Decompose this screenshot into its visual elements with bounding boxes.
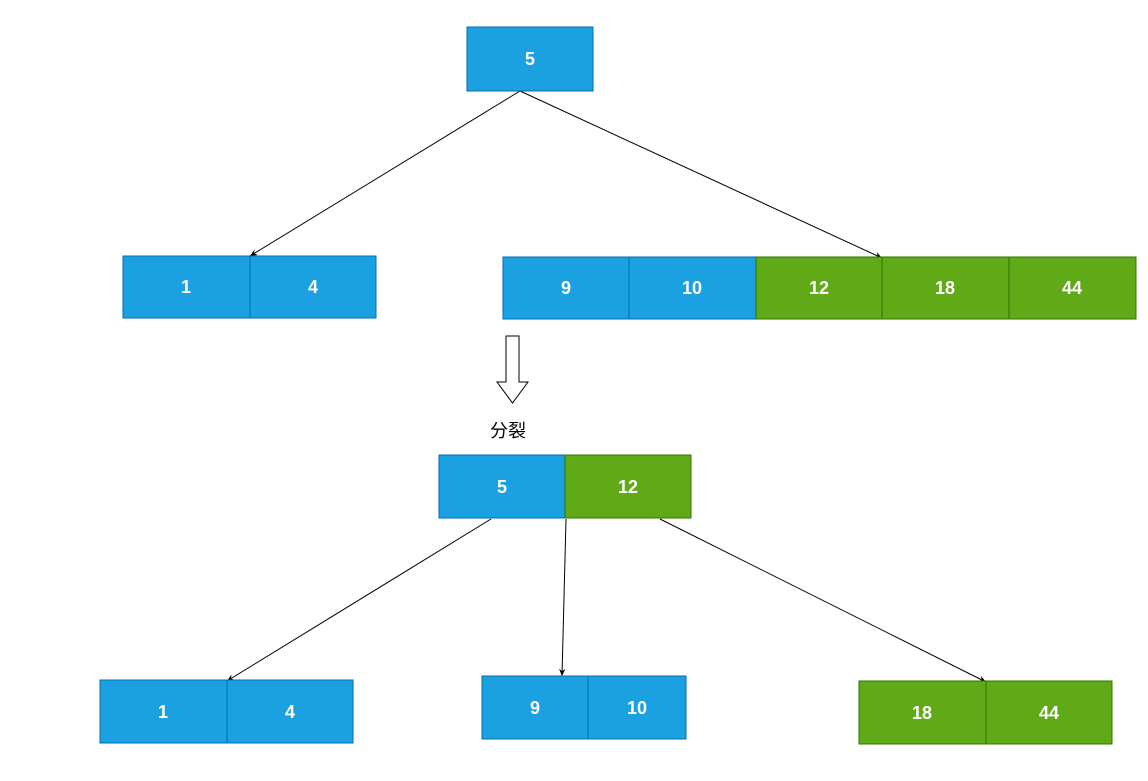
key-label: 12 <box>618 477 638 497</box>
before-right-leaf: 9 10 12 18 44 <box>502 256 1137 320</box>
key-label: 1 <box>181 277 191 297</box>
edge-before-root-to-right <box>519 90 883 259</box>
key-label: 5 <box>497 477 507 497</box>
key-cell: 10 <box>587 675 687 740</box>
key-cell: 4 <box>249 255 377 319</box>
split-label: 分裂 <box>490 421 526 442</box>
edge-before-root-to-left <box>249 90 521 257</box>
key-label: 18 <box>935 278 955 298</box>
transition: 分裂 <box>490 335 529 442</box>
key-label: 10 <box>627 698 647 718</box>
key-label: 1 <box>158 702 168 722</box>
key-label: 18 <box>912 703 932 723</box>
before-left-leaf: 1 4 <box>122 255 377 319</box>
key-cell: 1 <box>122 255 251 319</box>
key-cell: 5 <box>466 26 594 92</box>
key-cell: 44 <box>985 680 1113 745</box>
key-cell: 44 <box>1008 256 1137 320</box>
before-root-node: 5 <box>466 26 594 92</box>
key-cell: 5 <box>438 454 566 519</box>
key-label: 4 <box>308 277 318 297</box>
after-middle-leaf: 9 10 <box>481 675 687 740</box>
after-root-node: 5 12 <box>438 454 692 519</box>
key-cell: 1 <box>99 679 228 744</box>
edge-after-root-to-middle <box>558 518 567 677</box>
key-label: 4 <box>285 702 295 722</box>
after-right-leaf: 18 44 <box>858 680 1113 745</box>
key-cell: 18 <box>858 680 987 745</box>
key-label: 44 <box>1039 703 1059 723</box>
key-cell: 12 <box>755 256 883 320</box>
edge-after-root-to-left <box>226 518 492 682</box>
key-cell: 12 <box>564 454 692 519</box>
down-arrow-icon <box>496 335 529 404</box>
key-label: 12 <box>809 278 829 298</box>
key-label: 5 <box>525 49 535 69</box>
key-cell: 9 <box>502 256 630 320</box>
key-cell: 18 <box>881 256 1010 320</box>
after-tree: 5 12 1 4 9 10 <box>99 454 1113 745</box>
key-label: 44 <box>1062 278 1082 298</box>
before-tree: 5 1 4 9 10 12 <box>122 26 1137 320</box>
key-label: 10 <box>682 278 702 298</box>
key-cell: 9 <box>481 675 589 740</box>
key-label: 9 <box>530 698 540 718</box>
key-cell: 4 <box>226 679 354 744</box>
after-left-leaf: 1 4 <box>99 679 354 744</box>
key-cell: 10 <box>628 256 757 320</box>
key-label: 9 <box>561 278 571 298</box>
edge-after-root-to-right <box>659 518 987 683</box>
